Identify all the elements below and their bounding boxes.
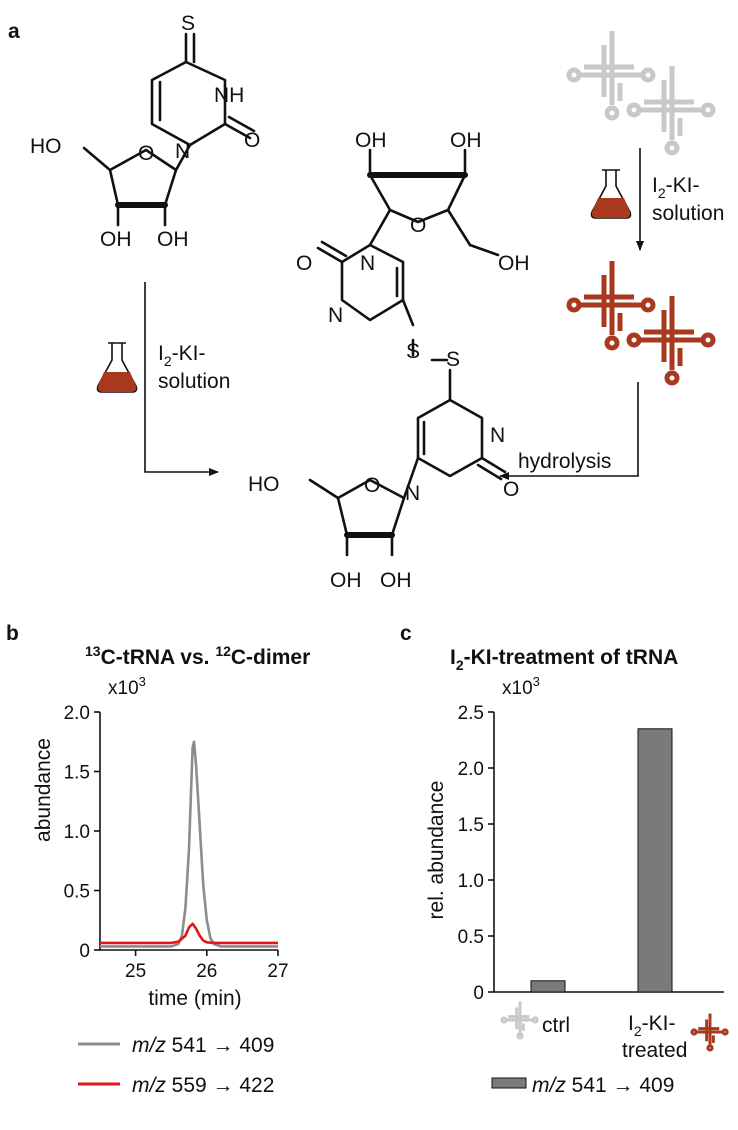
chart-b-xlabel: time (min) (148, 987, 241, 1010)
atom-o-carbonyl-1: O (244, 129, 260, 152)
reagent-right-line2: solution (652, 202, 724, 225)
y-tick-label: 0.5 (64, 882, 90, 903)
atom-o-ring-2: O (410, 214, 426, 237)
chart-c-multiplier: x103 (502, 674, 540, 699)
atom-oh-2a: OH (355, 129, 387, 152)
atom-n-3a: N (490, 424, 505, 447)
legend-item-bar: m/z 541 → 409 (532, 1074, 674, 1097)
trna-icon-gray-2 (629, 66, 713, 153)
panel-label-c: c (400, 622, 412, 645)
y-tick-label: 2.5 (458, 703, 484, 724)
y-tick-label: 0 (79, 941, 90, 962)
atom-s-1: S (406, 340, 420, 363)
atom-ho-1: HO (30, 135, 62, 158)
atom-nh: NH (214, 84, 244, 107)
atom-oh-2c: OH (498, 252, 530, 275)
series-line-gray (100, 740, 278, 948)
atom-ho-3: HO (248, 473, 280, 496)
chart-c-ylabel: rel. abundance (425, 781, 448, 920)
atom-s-top: S (181, 12, 195, 35)
atom-n-2a: N (360, 252, 375, 275)
chart-b-ylabel: abundance (32, 738, 55, 842)
atom-oh-3b: OH (380, 569, 412, 592)
trna-icon-red-2 (629, 296, 713, 383)
flask-icon-left (96, 342, 138, 393)
x-tick-label: 25 (125, 961, 146, 982)
y-tick-label: 1.5 (458, 815, 484, 836)
atom-o-ring-3: O (364, 474, 380, 497)
reagent-right: I2-KI- (652, 174, 699, 201)
atom-oh-1b: OH (157, 228, 189, 251)
category-label-treated-line2: treated (622, 1039, 687, 1062)
y-tick-label: 1.0 (64, 822, 90, 843)
series-line-red (100, 922, 278, 945)
chart-c: 0 0.5 1.0 1.5 2.0 2.5 (458, 703, 724, 1004)
x-tick-label: 27 (267, 961, 288, 982)
atom-o-carbonyl-3: O (503, 478, 519, 501)
chart-b-title: 13C-tRNA vs. 12C-dimer (85, 643, 310, 669)
flask-icon-right (590, 169, 632, 219)
y-tick-label: 1.5 (64, 763, 90, 784)
atom-n-1: N (175, 140, 190, 163)
y-tick-label: 0 (473, 983, 484, 1004)
legend-swatch-bar (491, 1077, 527, 1089)
chart-b: 0 0.5 1.0 1.5 2.0 25 26 27 (64, 703, 289, 982)
trna-icon-treated (690, 1012, 729, 1052)
chart-c-title: I2-KI-treatment of tRNA (450, 646, 678, 673)
y-tick-label: 2.0 (64, 703, 90, 724)
bar-ctrl (530, 980, 566, 993)
atom-oh-2b: OH (450, 129, 482, 152)
hydrolysis-label: hydrolysis (518, 450, 611, 473)
category-label-ctrl: ctrl (542, 1014, 570, 1037)
category-label-treated: I2-KI- (628, 1012, 675, 1039)
trna-icon-gray-1 (569, 31, 653, 118)
x-tick-label: 26 (196, 961, 217, 982)
bar-treated (637, 728, 673, 993)
trna-icon-red-1 (569, 261, 653, 348)
reagent-left-line2: solution (158, 370, 230, 393)
panel-label-a: a (8, 20, 20, 43)
y-tick-label: 1.0 (458, 871, 484, 892)
atom-o-carbonyl-2: O (296, 252, 312, 275)
atom-n-3b: N (405, 482, 420, 505)
y-tick-label: 0.5 (458, 927, 484, 948)
reagent-left: I2-KI- (158, 342, 205, 369)
trna-icon-ctrl (500, 1000, 539, 1040)
atom-n-2b: N (328, 304, 343, 327)
atom-s-2: S (446, 348, 460, 371)
legend-item-red: m/z 559 → 422 (132, 1074, 274, 1097)
atom-o-ring-1: O (138, 142, 154, 165)
panel-label-b: b (6, 622, 19, 645)
y-tick-label: 2.0 (458, 759, 484, 780)
chart-b-multiplier: x103 (108, 674, 146, 699)
legend-item-gray: m/z 541 → 409 (132, 1034, 274, 1057)
thiouridine-structure (82, 32, 256, 227)
atom-oh-1a: OH (100, 228, 132, 251)
atom-oh-3a: OH (330, 569, 362, 592)
